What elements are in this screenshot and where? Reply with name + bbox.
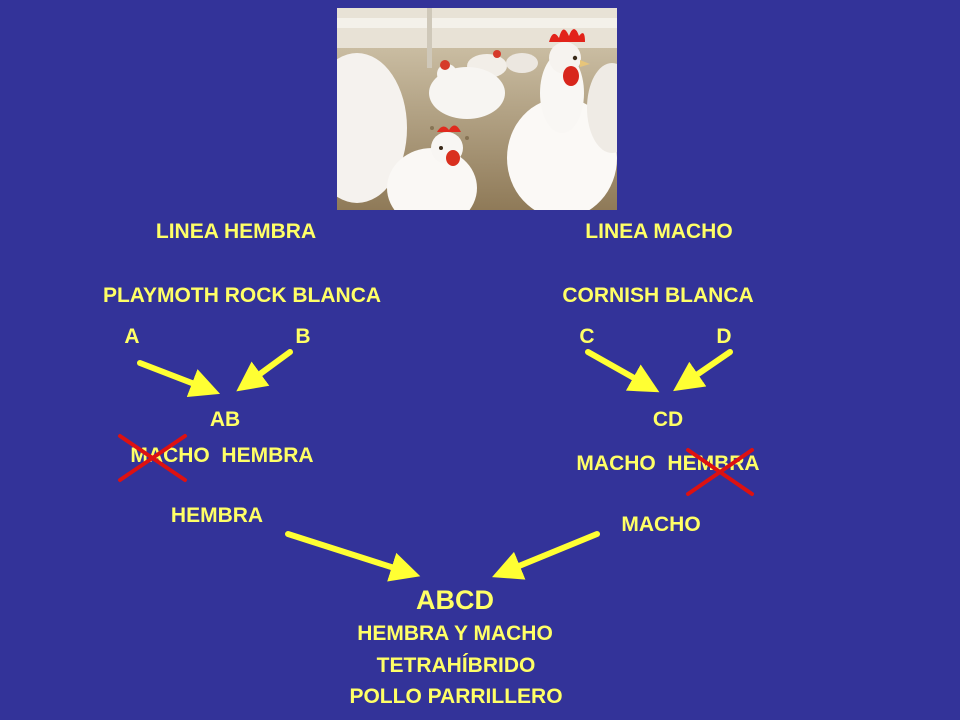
arrow-c-to-cd bbox=[585, 349, 660, 393]
parent-c-label: C bbox=[579, 325, 595, 348]
arrow-macho-to-abcd bbox=[492, 531, 600, 580]
right-line-title: LINEA MACHO bbox=[585, 220, 733, 243]
result-line-1: HEMBRA Y MACHO bbox=[357, 622, 553, 645]
arrow-a-to-ab bbox=[137, 360, 221, 398]
right-breed: CORNISH BLANCA bbox=[562, 284, 754, 307]
parent-b-label: B bbox=[295, 325, 311, 348]
left-selected-sex: HEMBRA bbox=[170, 504, 264, 527]
result-line-2: TETRAHÍBRIDO bbox=[376, 654, 536, 677]
left-line-title: LINEA HEMBRA bbox=[155, 220, 317, 243]
parent-a-label: A bbox=[124, 325, 140, 348]
arrow-d-to-cd bbox=[673, 349, 733, 392]
right-cross-label: CD bbox=[652, 408, 684, 431]
chickens-photo bbox=[337, 8, 617, 210]
right-sexes: MACHO HEMBRA bbox=[576, 452, 760, 475]
left-cross-label: AB bbox=[209, 408, 241, 431]
left-breed: PLAYMOTH ROCK BLANCA bbox=[102, 284, 382, 307]
parent-d-label: D bbox=[716, 325, 732, 348]
arrow-b-to-ab bbox=[236, 349, 293, 392]
cross-out-macho-left bbox=[118, 434, 187, 482]
arrow-hembra-to-abcd bbox=[285, 531, 421, 582]
cross-out-hembra-right bbox=[686, 448, 754, 496]
right-selected-sex: MACHO bbox=[621, 513, 701, 536]
result-line-3: POLLO PARRILLERO bbox=[349, 685, 563, 708]
result-cross-label: ABCD bbox=[416, 585, 494, 615]
